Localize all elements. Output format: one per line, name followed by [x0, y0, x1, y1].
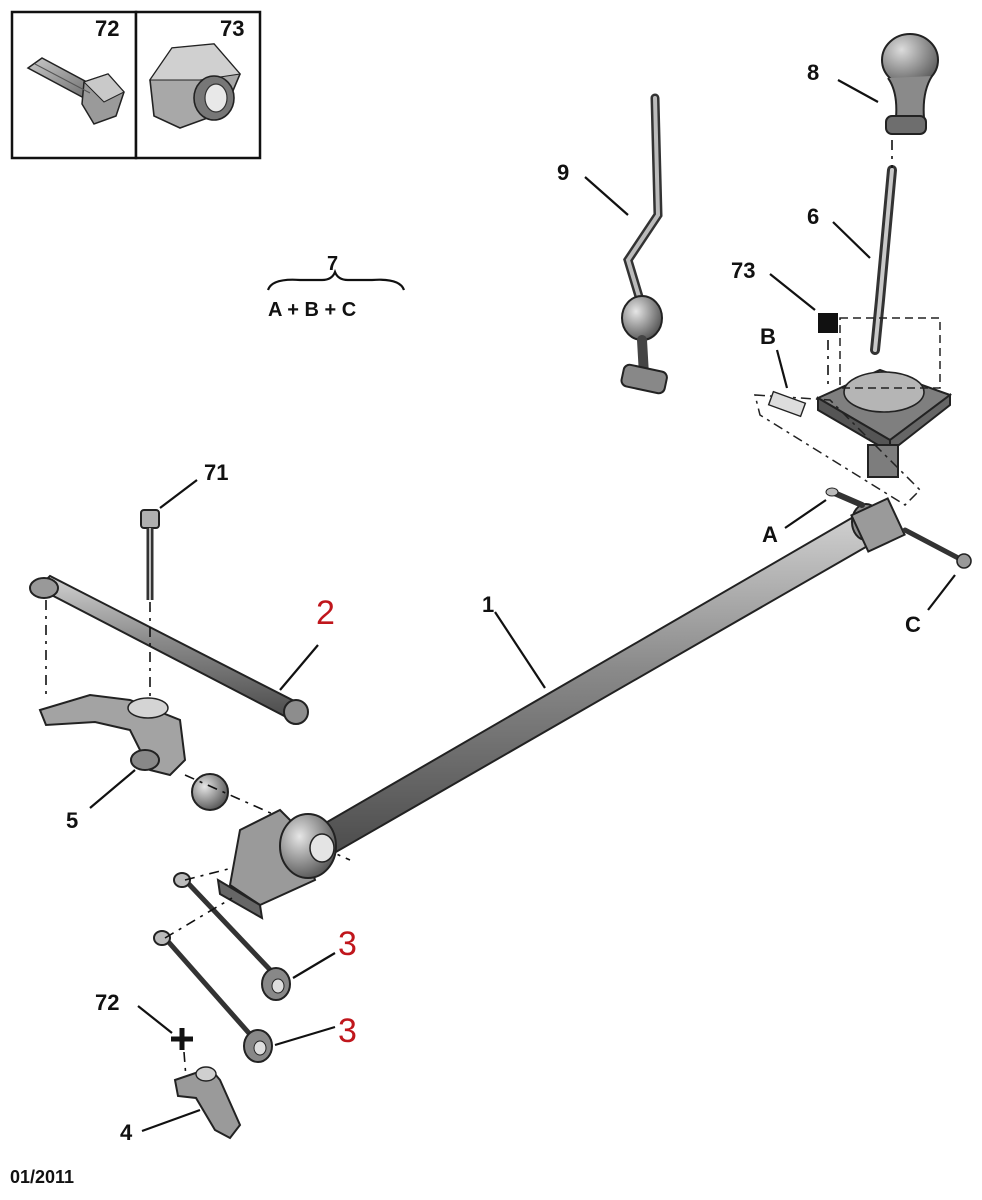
bolt-icon: [26, 57, 125, 125]
callout-73: 73: [731, 258, 755, 283]
kit-brace: [266, 268, 406, 291]
footer-date: 01/2011: [10, 1167, 74, 1187]
callout-3b: 3: [338, 1012, 357, 1050]
callout-labels: 8 6 9 73 B A C 1 71 2 5 3 3 72 4: [66, 60, 921, 1145]
part-72-bolt: [171, 1028, 193, 1079]
callout-4: 4: [120, 1120, 133, 1145]
callout-8: 8: [807, 60, 819, 85]
leader-lines: [89, 79, 956, 1133]
kit-formula: A + B + C: [268, 299, 356, 321]
callout-B: B: [760, 324, 776, 349]
part-4-lever: [173, 1066, 242, 1140]
part-2-link-rod: [29, 574, 309, 725]
callout-71: 71: [204, 460, 228, 485]
part-C-bolt: [902, 527, 972, 569]
legend-box-72: 72: [10, 10, 138, 160]
kit-annotation: 7 A + B + C: [266, 253, 406, 321]
part-8-knob: [881, 33, 939, 135]
legend-number-73: 73: [220, 16, 244, 41]
part-A-pin: [825, 487, 865, 508]
callout-3a: 3: [338, 925, 357, 963]
part-3-links: [153, 867, 291, 1063]
callout-72: 72: [95, 990, 119, 1015]
part-6-gear-lever: [815, 140, 953, 478]
callout-5: 5: [66, 808, 78, 833]
callout-9: 9: [557, 160, 569, 185]
part-B-outline: [754, 390, 922, 506]
callout-2: 2: [316, 594, 335, 632]
callout-1: 1: [482, 592, 494, 617]
callout-C: C: [905, 612, 921, 637]
part-71-bolt: [140, 509, 160, 700]
part-5-selector: [38, 693, 276, 816]
rod-end-mount: [216, 808, 337, 920]
legend-number-72: 72: [95, 16, 119, 41]
callout-6: 6: [807, 204, 819, 229]
kit-number: 7: [327, 253, 338, 275]
callout-A: A: [762, 522, 778, 547]
part-9-lever: [620, 93, 668, 395]
nut-icon: [149, 43, 241, 129]
legend-box-73: 73: [134, 10, 262, 160]
part-1-main-rod: [299, 497, 906, 862]
part-73-nut: [818, 313, 838, 333]
